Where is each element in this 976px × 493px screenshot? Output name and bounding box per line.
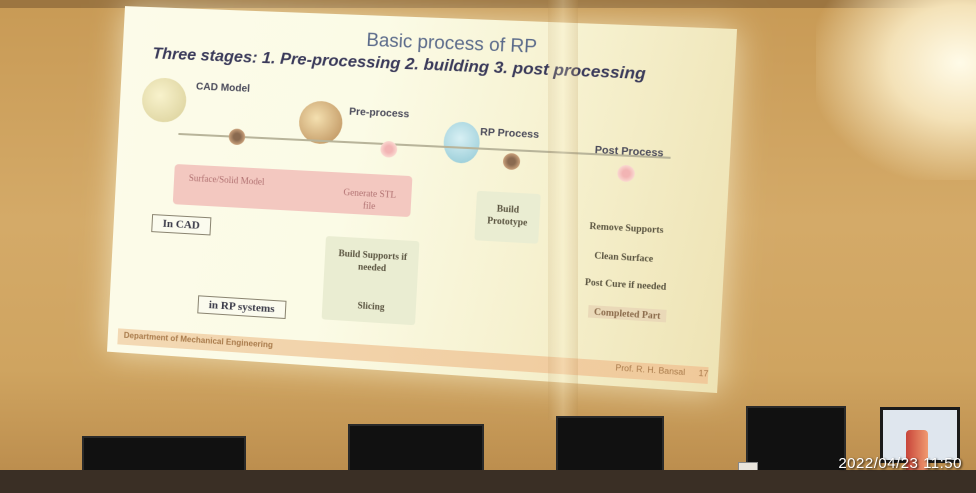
timeline-node (502, 152, 521, 171)
flow-step: Generate STL file (343, 186, 397, 212)
flow-step: Completed Part (587, 305, 667, 323)
wall-pillar (548, 0, 578, 420)
timeline-node (616, 164, 636, 183)
stage-label: Pre-process (348, 106, 410, 121)
cad-sphere-image (140, 77, 188, 124)
timeline-node (380, 140, 398, 158)
flow-step: Clean Surface (594, 250, 654, 264)
in-cad-note: In CAD (151, 214, 212, 236)
window-light (816, 0, 976, 180)
stage-label: RP Process (479, 126, 540, 142)
flow-step: Build Prototype (486, 203, 528, 228)
photo-timestamp: 2022/04/23 11:50 (838, 455, 962, 472)
ceiling (0, 0, 976, 8)
stage-label: CAD Model (195, 81, 251, 95)
flow-step: Post Cure if needed (584, 276, 667, 292)
in-rp-systems-note: in RP systems (197, 295, 287, 320)
flow-step: Build Supports if needed (338, 247, 408, 274)
projected-slide: Basic process of RP Three stages: 1. Pre… (107, 6, 738, 394)
desktop-monitor (746, 406, 846, 472)
flow-step: Remove Supports (589, 220, 664, 236)
water-bottle (906, 430, 928, 475)
timeline-node (228, 128, 246, 146)
desk (0, 470, 976, 493)
slide-page-number: 17 (698, 368, 709, 379)
rp-head-image (442, 121, 481, 165)
